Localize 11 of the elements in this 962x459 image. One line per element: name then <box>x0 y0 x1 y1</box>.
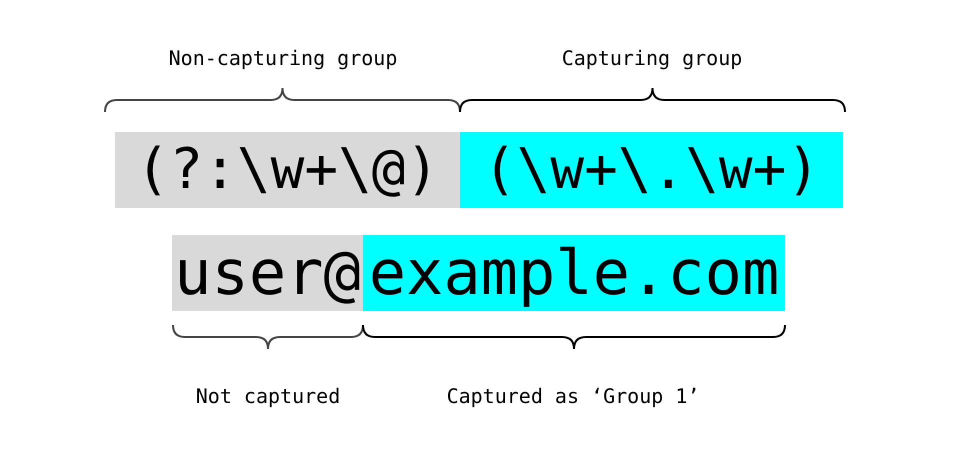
highlight-box <box>460 132 843 208</box>
highlight-box <box>363 235 785 311</box>
regex-text: (\w+\.\w+) <box>482 142 820 198</box>
brace-label: Non-capturing group <box>168 48 398 68</box>
brace-label: Capturing group <box>562 48 742 68</box>
brace-label: Not captured <box>196 386 340 406</box>
regex-text: (?:\w+\@) <box>136 142 440 198</box>
brace-label: Captured as ‘Group 1’ <box>446 386 700 406</box>
highlight-box <box>115 132 460 208</box>
regex-text: user@ <box>174 242 361 304</box>
highlight-box <box>172 235 363 311</box>
